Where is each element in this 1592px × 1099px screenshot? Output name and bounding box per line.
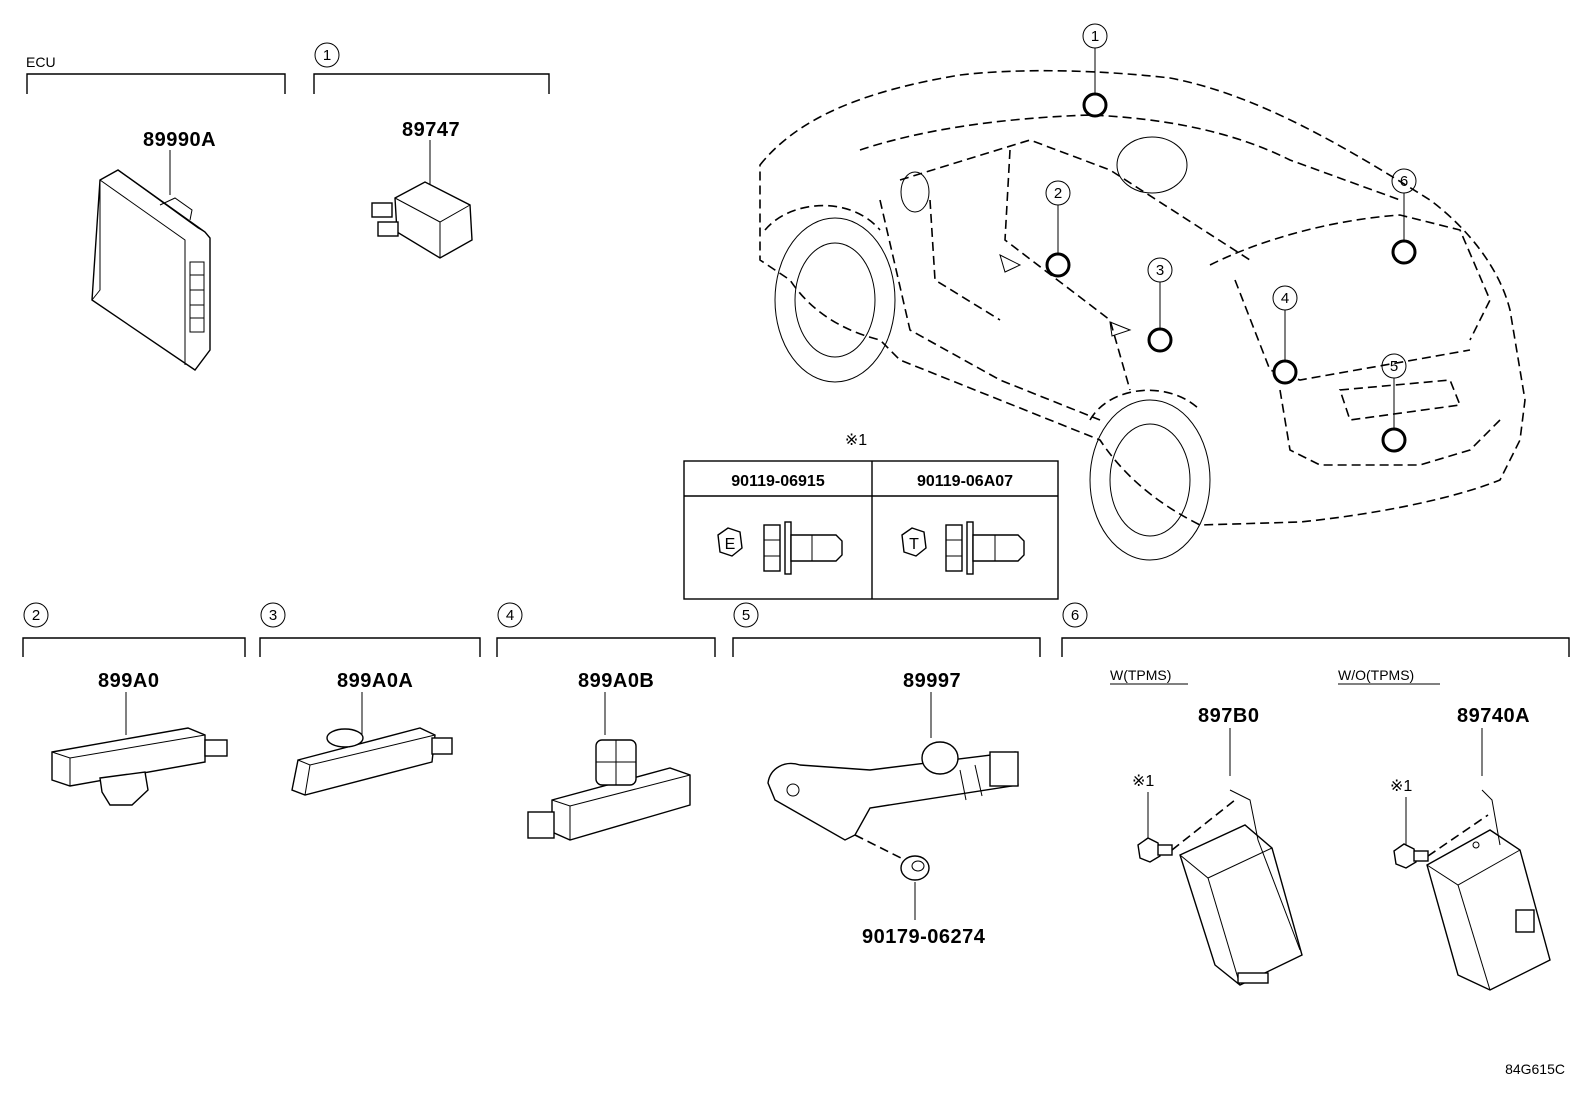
front-wheel — [764, 204, 896, 383]
group-5-callout — [733, 602, 759, 628]
group-1-callout — [314, 42, 340, 68]
bolt-1-head-mark: E — [725, 536, 736, 553]
group-6-callout — [1062, 602, 1088, 628]
ecu-header: ECU — [26, 54, 56, 70]
g5-antenna-drawing[interactable] — [767, 741, 1019, 841]
group-3-bracket — [259, 637, 481, 657]
g4-antenna-drawing[interactable] — [527, 739, 691, 841]
g6-w-part-number[interactable]: 897B0 — [1198, 705, 1259, 727]
group-4-callout — [497, 602, 523, 628]
g6-wo-bolt-note: ※1 — [1390, 778, 1412, 795]
g5-nut-drawing[interactable] — [900, 855, 930, 881]
bolt-table: ※1 90119-06915 90119-06A07 E T — [683, 432, 1059, 600]
g2-antenna-drawing[interactable] — [51, 727, 228, 806]
g5-nut-part-number[interactable]: 90179-06274 — [862, 926, 986, 948]
rear-wheel — [1089, 389, 1211, 561]
g3-part-number[interactable]: 899A0A — [337, 670, 413, 692]
g4-part-number[interactable]: 899A0B — [578, 670, 654, 692]
g1-part-number[interactable]: 89747 — [402, 119, 460, 141]
vehicle-callout-6: 6 — [1400, 173, 1408, 190]
vehicle-callout-2: 2 — [1054, 185, 1062, 202]
svg-text:4: 4 — [506, 607, 514, 624]
group-4: 4 899A0B — [496, 602, 716, 841]
g6-wo-part-number[interactable]: 89740A — [1457, 705, 1530, 727]
g6-wo-bolt-drawing[interactable] — [1393, 843, 1429, 869]
bolt-2-drawing[interactable]: T — [901, 521, 1025, 575]
g6-w-bolt-note: ※1 — [1132, 773, 1154, 790]
group-3: 3 899A0A — [259, 602, 481, 796]
vehicle-callout-1: 1 — [1091, 28, 1099, 45]
vehicle-callout-4: 4 — [1281, 290, 1289, 307]
g5-part-number[interactable]: 89997 — [903, 670, 961, 692]
bolt-1-drawing[interactable]: E — [717, 521, 843, 575]
svg-text:3: 3 — [269, 607, 277, 624]
w-tpms-label: W(TPMS) — [1110, 667, 1171, 683]
location-marker-2[interactable] — [1045, 252, 1071, 278]
group-6: 6 W(TPMS) W/O(TPMS) 897B0 ※1 89740A ※1 — [1061, 602, 1570, 991]
bolt-part-number-1[interactable]: 90119-06915 — [731, 473, 825, 490]
steering-wheel — [1116, 136, 1188, 194]
svg-text:6: 6 — [1071, 607, 1079, 624]
g3-antenna-drawing[interactable] — [291, 727, 453, 796]
group-1: 1 89747 — [313, 42, 550, 259]
location-marker-3[interactable] — [1147, 327, 1173, 353]
ecu-part-number[interactable]: 89990A — [143, 129, 216, 151]
vehicle-callout-3: 3 — [1156, 262, 1164, 279]
location-marker-4[interactable] — [1272, 359, 1298, 385]
group-4-bracket — [496, 637, 716, 657]
figure-code: 84G615C — [1505, 1061, 1565, 1077]
svg-text:5: 5 — [742, 607, 750, 624]
bolt-table-note: ※1 — [845, 432, 867, 449]
group-6-bracket — [1061, 637, 1570, 657]
bolt-2-head-mark: T — [909, 536, 919, 553]
ecu-bracket — [26, 73, 286, 94]
g6-wo-receiver-drawing[interactable] — [1426, 789, 1551, 991]
group-2-callout — [23, 602, 49, 628]
side-mirror — [900, 171, 930, 213]
ecu-module-drawing[interactable] — [91, 169, 211, 371]
wo-tpms-label: W/O(TPMS) — [1338, 667, 1414, 683]
g2-part-number[interactable]: 899A0 — [98, 670, 159, 692]
svg-text:2: 2 — [32, 607, 40, 624]
group-3-callout — [260, 602, 286, 628]
location-marker-5[interactable] — [1381, 427, 1407, 453]
group-1-bracket — [313, 73, 550, 94]
group-ecu: ECU 89990A — [26, 54, 286, 371]
group-2-bracket — [22, 637, 246, 657]
group-2: 2 899A0 — [22, 602, 246, 806]
svg-text:1: 1 — [323, 47, 331, 64]
g1-sensor-drawing[interactable] — [371, 181, 473, 259]
location-marker-1[interactable] — [1082, 92, 1108, 118]
bolt-part-number-2[interactable]: 90119-06A07 — [917, 473, 1013, 490]
g6-w-receiver-drawing[interactable] — [1179, 789, 1303, 986]
group-5-bracket — [732, 637, 1041, 657]
group-5: 5 89997 90179-06274 — [732, 602, 1041, 948]
vehicle-illustration: 1 2 3 4 5 6 — [759, 23, 1526, 561]
location-marker-6[interactable] — [1391, 239, 1417, 265]
g6-w-bolt-drawing[interactable] — [1137, 837, 1173, 863]
vehicle-callout-5: 5 — [1390, 358, 1398, 375]
